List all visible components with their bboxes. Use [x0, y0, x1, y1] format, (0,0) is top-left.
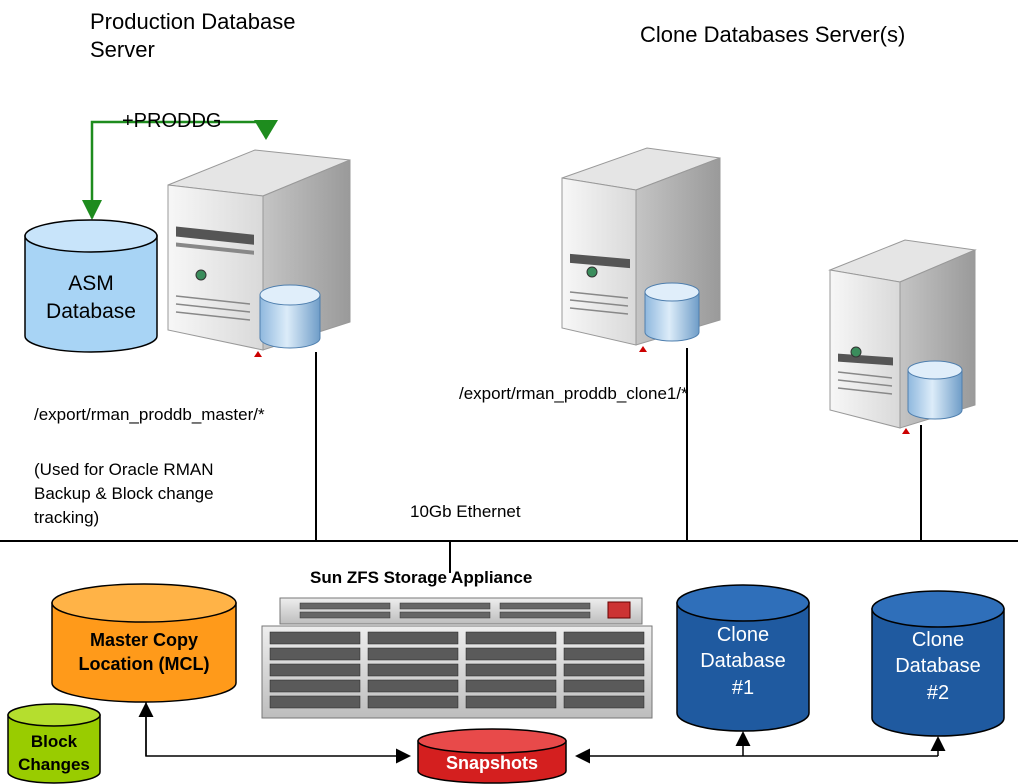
clone-servers-title: Clone Databases Server(s): [640, 22, 906, 47]
mcl-label-1: Master Copy: [90, 630, 198, 650]
clone1-server-icon: [561, 147, 721, 352]
ethernet-label: 10Gb Ethernet: [410, 502, 521, 521]
zfs-appliance-title: Sun ZFS Storage Appliance: [310, 568, 533, 587]
proddg-arrowhead-down-right: [254, 120, 278, 140]
production-server-icon: [167, 149, 351, 357]
proddg-label: +PRODDG: [122, 110, 222, 132]
asm-label-1: ASM: [68, 272, 114, 295]
asm-database-cylinder: ASM Database: [24, 219, 158, 353]
master-copy-location-cylinder: Master Copy Location (MCL): [51, 583, 237, 703]
clone2-label-3: #2: [927, 682, 949, 704]
clone-database-2-cylinder: Clone Database #2: [871, 590, 1005, 737]
snapshots-cylinder: Snapshots: [417, 728, 567, 784]
clone1-label-3: #1: [732, 677, 754, 699]
block-changes-label-2: Changes: [18, 755, 90, 774]
master-export-path: /export/rman_proddb_master/*: [34, 405, 265, 424]
production-server-title: Production Database Server: [90, 9, 296, 62]
block-changes-cylinder: Block Changes: [7, 703, 101, 784]
snapshots-label: Snapshots: [446, 753, 538, 773]
block-changes-label-1: Block: [31, 732, 78, 751]
mcl-label-2: Location (MCL): [79, 654, 210, 674]
clone2-label-2: Database: [895, 655, 981, 677]
clone1-label-2: Database: [700, 650, 786, 672]
rman-usage-note: (Used for Oracle RMAN Backup & Block cha…: [34, 460, 214, 527]
proddg-arrowhead-down-left: [82, 200, 102, 220]
asm-label-2: Database: [46, 300, 136, 323]
clone1-label-1: Clone: [717, 624, 769, 646]
clone2-disk-icon: [907, 360, 963, 420]
prod-disk-icon: [259, 284, 321, 349]
clone-database-1-cylinder: Clone Database #1: [676, 584, 810, 732]
snapshot-connectors: [138, 702, 946, 764]
clone2-label-1: Clone: [912, 629, 964, 651]
clone2-server-icon: [828, 239, 977, 434]
clone1-export-path: /export/rman_proddb_clone1/*: [459, 384, 688, 403]
zfs-storage-appliance-icon: [261, 597, 653, 719]
clone1-disk-icon: [644, 282, 700, 342]
